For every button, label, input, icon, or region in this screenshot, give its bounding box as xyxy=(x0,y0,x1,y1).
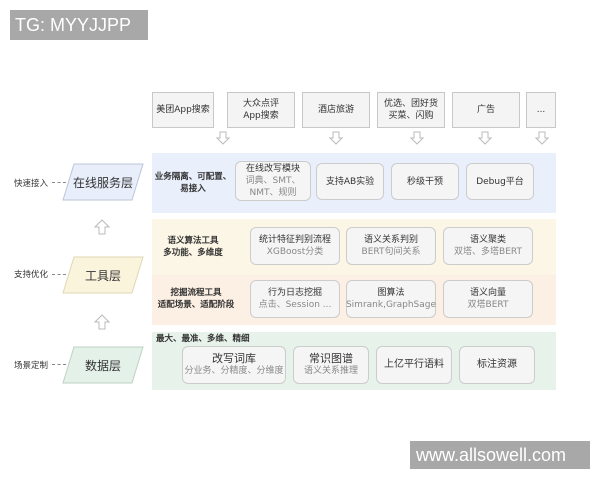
card-title: 支持AB实验 xyxy=(325,176,375,187)
semantic-tools-label-line1: 语义算法工具 xyxy=(167,236,219,246)
source-ads: 广告 xyxy=(452,92,520,128)
mining-tools-label-line1: 挖掘流程工具 xyxy=(170,288,222,298)
side-label-online: 快速接入 xyxy=(14,179,49,189)
card-title: 语义向量 xyxy=(469,288,506,298)
parallelogram-shape xyxy=(62,163,144,201)
layer-tools-label: 工具层 xyxy=(84,268,121,283)
card-subtitle: 双塔、多塔BERT xyxy=(454,247,522,257)
layer-online-service: 在线服务层 xyxy=(62,163,144,201)
card-semantic-vector: 语义向量 双塔BERT xyxy=(443,280,533,318)
mining-tools-label-line2: 适配场景、适配阶段 xyxy=(157,300,235,310)
source-label: 美团App搜索 xyxy=(156,105,210,115)
card-title: 语义关系判别 xyxy=(363,235,418,245)
card-title: 上亿平行语料 xyxy=(384,359,444,370)
card-ab-test: 支持AB实验 xyxy=(316,163,384,200)
layer-online-label: 在线服务层 xyxy=(72,175,133,190)
source-meituan-app: 美团App搜索 xyxy=(152,92,214,128)
down-arrow-icon xyxy=(478,131,492,145)
layer-data-label: 数据层 xyxy=(84,358,121,373)
card-subtitle: 点击、Session ... xyxy=(258,300,332,310)
card-subtitle: XGBoost分类 xyxy=(266,247,324,257)
watermark-top-left: TG: MYYJJPP xyxy=(10,10,148,40)
down-arrow-icon xyxy=(329,131,343,145)
card-semantic-clustering: 语义聚类 双塔、多塔BERT xyxy=(443,227,533,265)
card-common-sense-graph: 常识图谱 语义关系推理 xyxy=(293,346,369,384)
layer-data: 数据层 xyxy=(62,346,144,384)
card-title: 图算法 xyxy=(377,288,405,298)
source-label: 优选、团好货 买菜、闪购 xyxy=(383,99,438,121)
card-title: 改写词库 xyxy=(212,352,256,365)
online-panel-label-line1: 业务隔离、可配置、 xyxy=(154,172,232,182)
up-arrow-icon xyxy=(94,219,110,235)
card-title: 语义聚类 xyxy=(469,235,506,245)
source-label: 酒店旅游 xyxy=(317,105,354,115)
card-statistical-feature: 统计特征判别流程 XGBoost分类 xyxy=(250,227,340,265)
semantic-tools-label-line2: 多功能、多维度 xyxy=(163,248,223,258)
card-rewrite-lexicon: 改写词库 分业务、分精度、分维度 xyxy=(182,346,286,384)
dashed-connector xyxy=(52,182,66,183)
dashed-connector xyxy=(52,364,66,365)
layer-tools: 工具层 xyxy=(62,256,144,294)
card-title: 行为日志挖掘 xyxy=(267,288,322,298)
card-title: Debug平台 xyxy=(476,176,524,187)
dashed-connector xyxy=(52,274,66,275)
parallelogram-shape xyxy=(62,346,144,384)
source-label: 大众点评 App搜索 xyxy=(242,99,279,121)
card-graph-algorithm: 图算法 Simrank,GraphSage xyxy=(346,280,436,318)
card-title: 统计特征判别流程 xyxy=(258,235,331,245)
card-subtitle: 双塔BERT xyxy=(467,300,509,310)
source-dianping-app: 大众点评 App搜索 xyxy=(227,92,295,128)
source-hotel-travel: 酒店旅游 xyxy=(302,92,370,128)
card-title: 标注资源 xyxy=(477,359,517,370)
card-debug-platform: Debug平台 xyxy=(466,163,534,200)
source-label: 广告 xyxy=(476,105,495,115)
source-youxuan: 优选、团好货 买菜、闪购 xyxy=(377,92,445,128)
card-subtitle: 分业务、分精度、分维度 xyxy=(184,366,284,376)
card-subtitle: Simrank,GraphSage xyxy=(345,300,437,310)
card-subtitle: 词典、SMT、 xyxy=(245,176,301,186)
source-label: ... xyxy=(536,105,546,115)
card-parallel-corpus: 上亿平行语料 xyxy=(376,346,452,384)
watermark-bottom-right: www.allsowell.com xyxy=(410,441,590,469)
card-subtitle: NMT、规则 xyxy=(249,188,297,198)
card-annotation-resources: 标注资源 xyxy=(459,346,535,384)
card-title: 常识图谱 xyxy=(309,352,353,365)
card-realtime-intervention: 秒级干预 xyxy=(391,163,459,200)
card-subtitle: 语义关系推理 xyxy=(303,366,358,376)
online-panel-label-line2: 易接入 xyxy=(180,184,206,194)
up-arrow-icon xyxy=(94,314,110,330)
side-label-tools: 支持优化 xyxy=(14,270,49,280)
semantic-tools-label: 语义算法工具 多功能、多维度 xyxy=(154,235,232,259)
card-online-rewrite-module: 在线改写模块 词典、SMT、 NMT、规则 xyxy=(235,161,311,201)
down-arrow-icon xyxy=(216,131,230,145)
online-panel-label: 业务隔离、可配置、 易接入 xyxy=(154,171,232,195)
mining-tools-label: 挖掘流程工具 适配场景、适配阶段 xyxy=(154,287,238,311)
card-title: 秒级干预 xyxy=(406,176,443,187)
down-arrow-icon xyxy=(535,131,549,145)
data-panel-label: 最大、最准、多维、精细 xyxy=(156,334,250,344)
card-behavior-log-mining: 行为日志挖掘 点击、Session ... xyxy=(250,280,340,318)
card-title: 在线改写模块 xyxy=(245,164,300,174)
card-semantic-relation: 语义关系判别 BERT句间关系 xyxy=(346,227,436,265)
source-more: ... xyxy=(526,92,556,128)
parallelogram-shape xyxy=(62,256,144,294)
down-arrow-icon xyxy=(410,131,424,145)
side-label-data: 场景定制 xyxy=(14,361,49,371)
card-subtitle: BERT句间关系 xyxy=(361,247,421,257)
